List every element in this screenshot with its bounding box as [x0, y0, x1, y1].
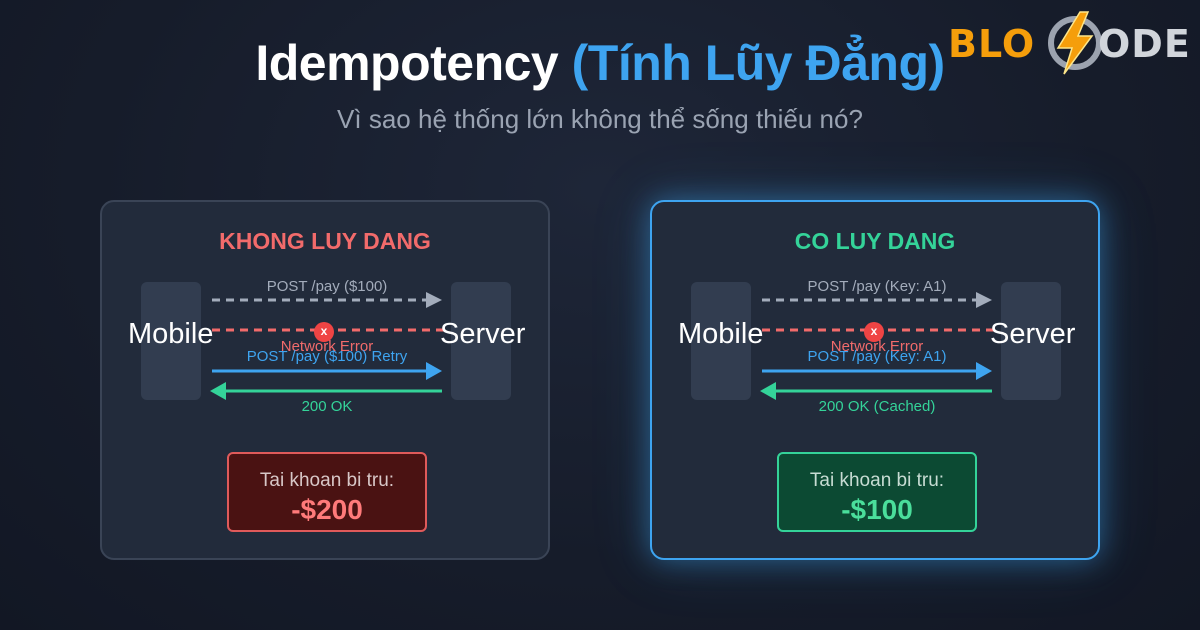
server-label: Server	[440, 318, 526, 350]
panel-idempotent: CO LUY DANG x POST /pay (Key: A1) Networ…	[650, 200, 1100, 560]
retry-arrowhead	[976, 362, 992, 380]
server-label: Server	[990, 318, 1076, 350]
request-arrowhead	[426, 292, 442, 308]
msg-error: Network Error	[280, 338, 374, 355]
result-label: Tai khoan bi tru:	[809, 470, 945, 491]
server-box	[451, 282, 511, 400]
panel-title: CO LUY DANG	[794, 228, 956, 254]
result-box: Tai khoan bi tru: -$100	[777, 452, 977, 532]
panel-title: KHONG LUY DANG	[219, 228, 431, 254]
logo-text-right: ODE	[1098, 22, 1191, 66]
msg-response: 200 OK	[301, 398, 353, 415]
lightning-bolt-icon	[1048, 11, 1102, 75]
server-box	[1001, 282, 1061, 400]
msg-request: POST /pay (Key: A1)	[807, 278, 947, 295]
response-arrowhead	[760, 382, 776, 400]
page-title: Idempotency (Tính Lũy Đẳng)	[0, 34, 1200, 92]
page-subtitle: Vì sao hệ thống lớn không thể sống thiếu…	[337, 104, 863, 134]
mobile-label: Mobile	[678, 318, 764, 350]
mobile-label: Mobile	[128, 318, 214, 350]
msg-retry: POST /pay (Key: A1)	[807, 348, 947, 365]
error-x-icon: x	[864, 322, 884, 342]
title-accent: (Tính Lũy Đẳng)	[571, 35, 946, 91]
mobile-box	[691, 282, 751, 400]
response-arrowhead	[210, 382, 226, 400]
logo-text-left: BLO	[948, 22, 1036, 66]
msg-request: POST /pay ($100)	[266, 278, 388, 295]
panel-non-idempotent: KHONG LUY DANG x POST /pay ($100) Networ…	[100, 200, 550, 560]
msg-error: Network Error	[830, 338, 924, 355]
request-arrowhead	[976, 292, 992, 308]
result-label: Tai khoan bi tru:	[259, 470, 395, 491]
title-main: Idempotency	[255, 35, 559, 91]
retry-arrowhead	[426, 362, 442, 380]
mobile-box	[141, 282, 201, 400]
brand-logo: BLO ODE	[948, 8, 1200, 78]
result-value: -$100	[841, 494, 913, 525]
msg-response: 200 OK (Cached)	[818, 398, 936, 415]
msg-retry: POST /pay ($100) Retry	[246, 348, 408, 365]
error-x-icon: x	[314, 322, 334, 342]
result-box: Tai khoan bi tru: -$200	[227, 452, 427, 532]
result-value: -$200	[291, 494, 363, 525]
